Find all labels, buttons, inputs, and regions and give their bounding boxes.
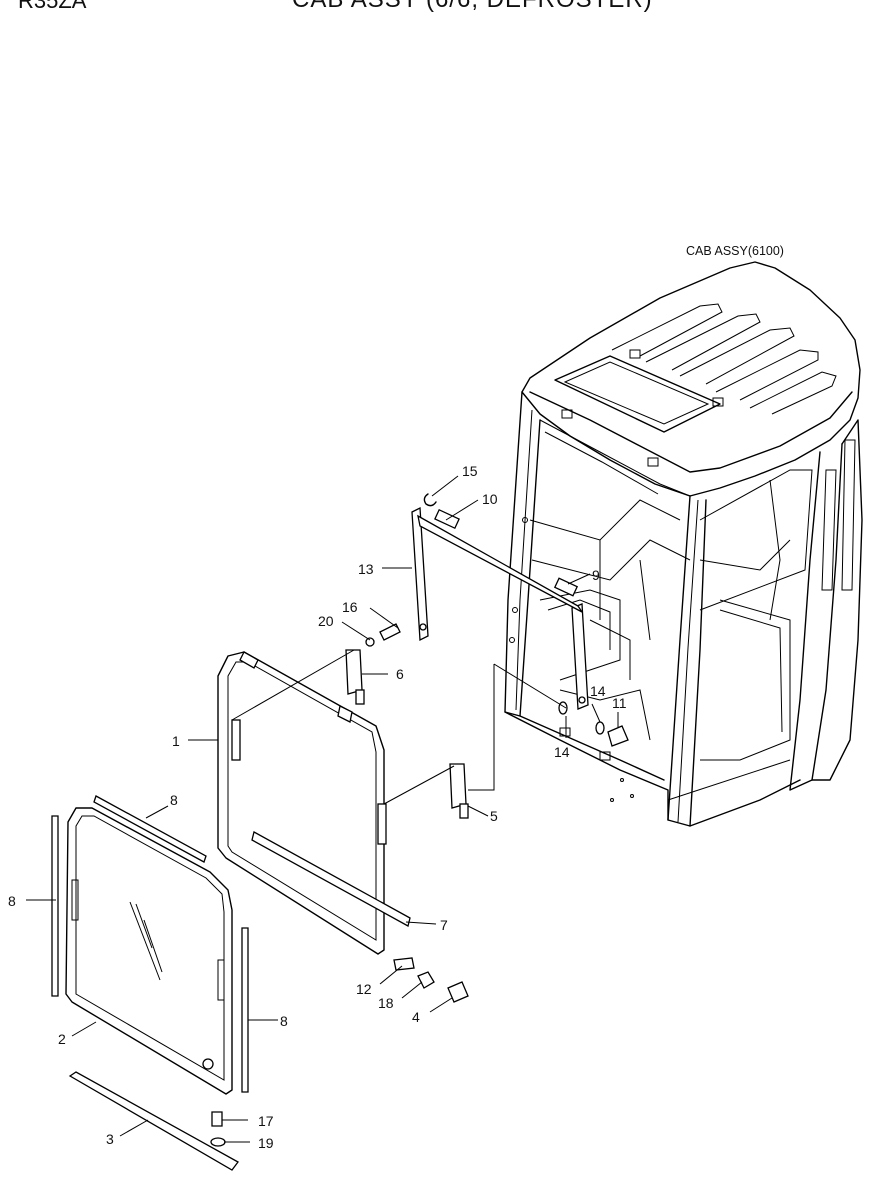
callout-13: 13 bbox=[358, 561, 374, 577]
seal-strip-part-7 bbox=[251, 831, 411, 927]
callout-3: 3 bbox=[106, 1131, 114, 1147]
cab-assembly-drawing bbox=[504, 261, 863, 827]
callout-16: 16 bbox=[342, 599, 358, 615]
callout-14-bottom: 14 bbox=[554, 744, 570, 760]
callout-20: 20 bbox=[318, 613, 334, 629]
window-frame-part-1 bbox=[217, 651, 387, 955]
callout-5: 5 bbox=[490, 808, 498, 824]
duct-frame-part-13 bbox=[411, 506, 589, 710]
assembly-label: CAB ASSY(6100) bbox=[686, 244, 784, 258]
callout-labels: 15 10 13 9 16 20 6 14 11 1 14 8 5 8 7 12… bbox=[8, 463, 627, 1151]
glass-pane-part-2 bbox=[65, 807, 233, 1095]
callout-6: 6 bbox=[396, 666, 404, 682]
callout-11: 11 bbox=[612, 695, 627, 711]
callout-19: 19 bbox=[258, 1135, 274, 1151]
leader-lines bbox=[26, 475, 619, 1143]
callout-15: 15 bbox=[462, 463, 478, 479]
callout-8-top: 8 bbox=[170, 792, 178, 808]
callout-8-right: 8 bbox=[280, 1013, 288, 1029]
page-title: CAB ASSY (6/6, DEFROSTER) bbox=[292, 0, 653, 14]
callout-17: 17 bbox=[258, 1113, 274, 1129]
callout-18: 18 bbox=[378, 995, 394, 1011]
callout-7: 7 bbox=[440, 917, 448, 933]
callout-10: 10 bbox=[482, 491, 498, 507]
callout-1: 1 bbox=[172, 733, 180, 749]
callout-8-left: 8 bbox=[8, 893, 16, 909]
fastener-parts bbox=[210, 493, 629, 1147]
model-label: R35ZA bbox=[18, 0, 87, 13]
callout-4: 4 bbox=[412, 1009, 420, 1025]
callout-9: 9 bbox=[592, 567, 600, 583]
callout-2: 2 bbox=[58, 1031, 66, 1047]
callout-12: 12 bbox=[356, 981, 372, 997]
rubber-strips-part-8 bbox=[51, 795, 249, 1093]
callout-14-top: 14 bbox=[590, 683, 606, 699]
bottom-strip-part-3 bbox=[68, 1071, 239, 1171]
